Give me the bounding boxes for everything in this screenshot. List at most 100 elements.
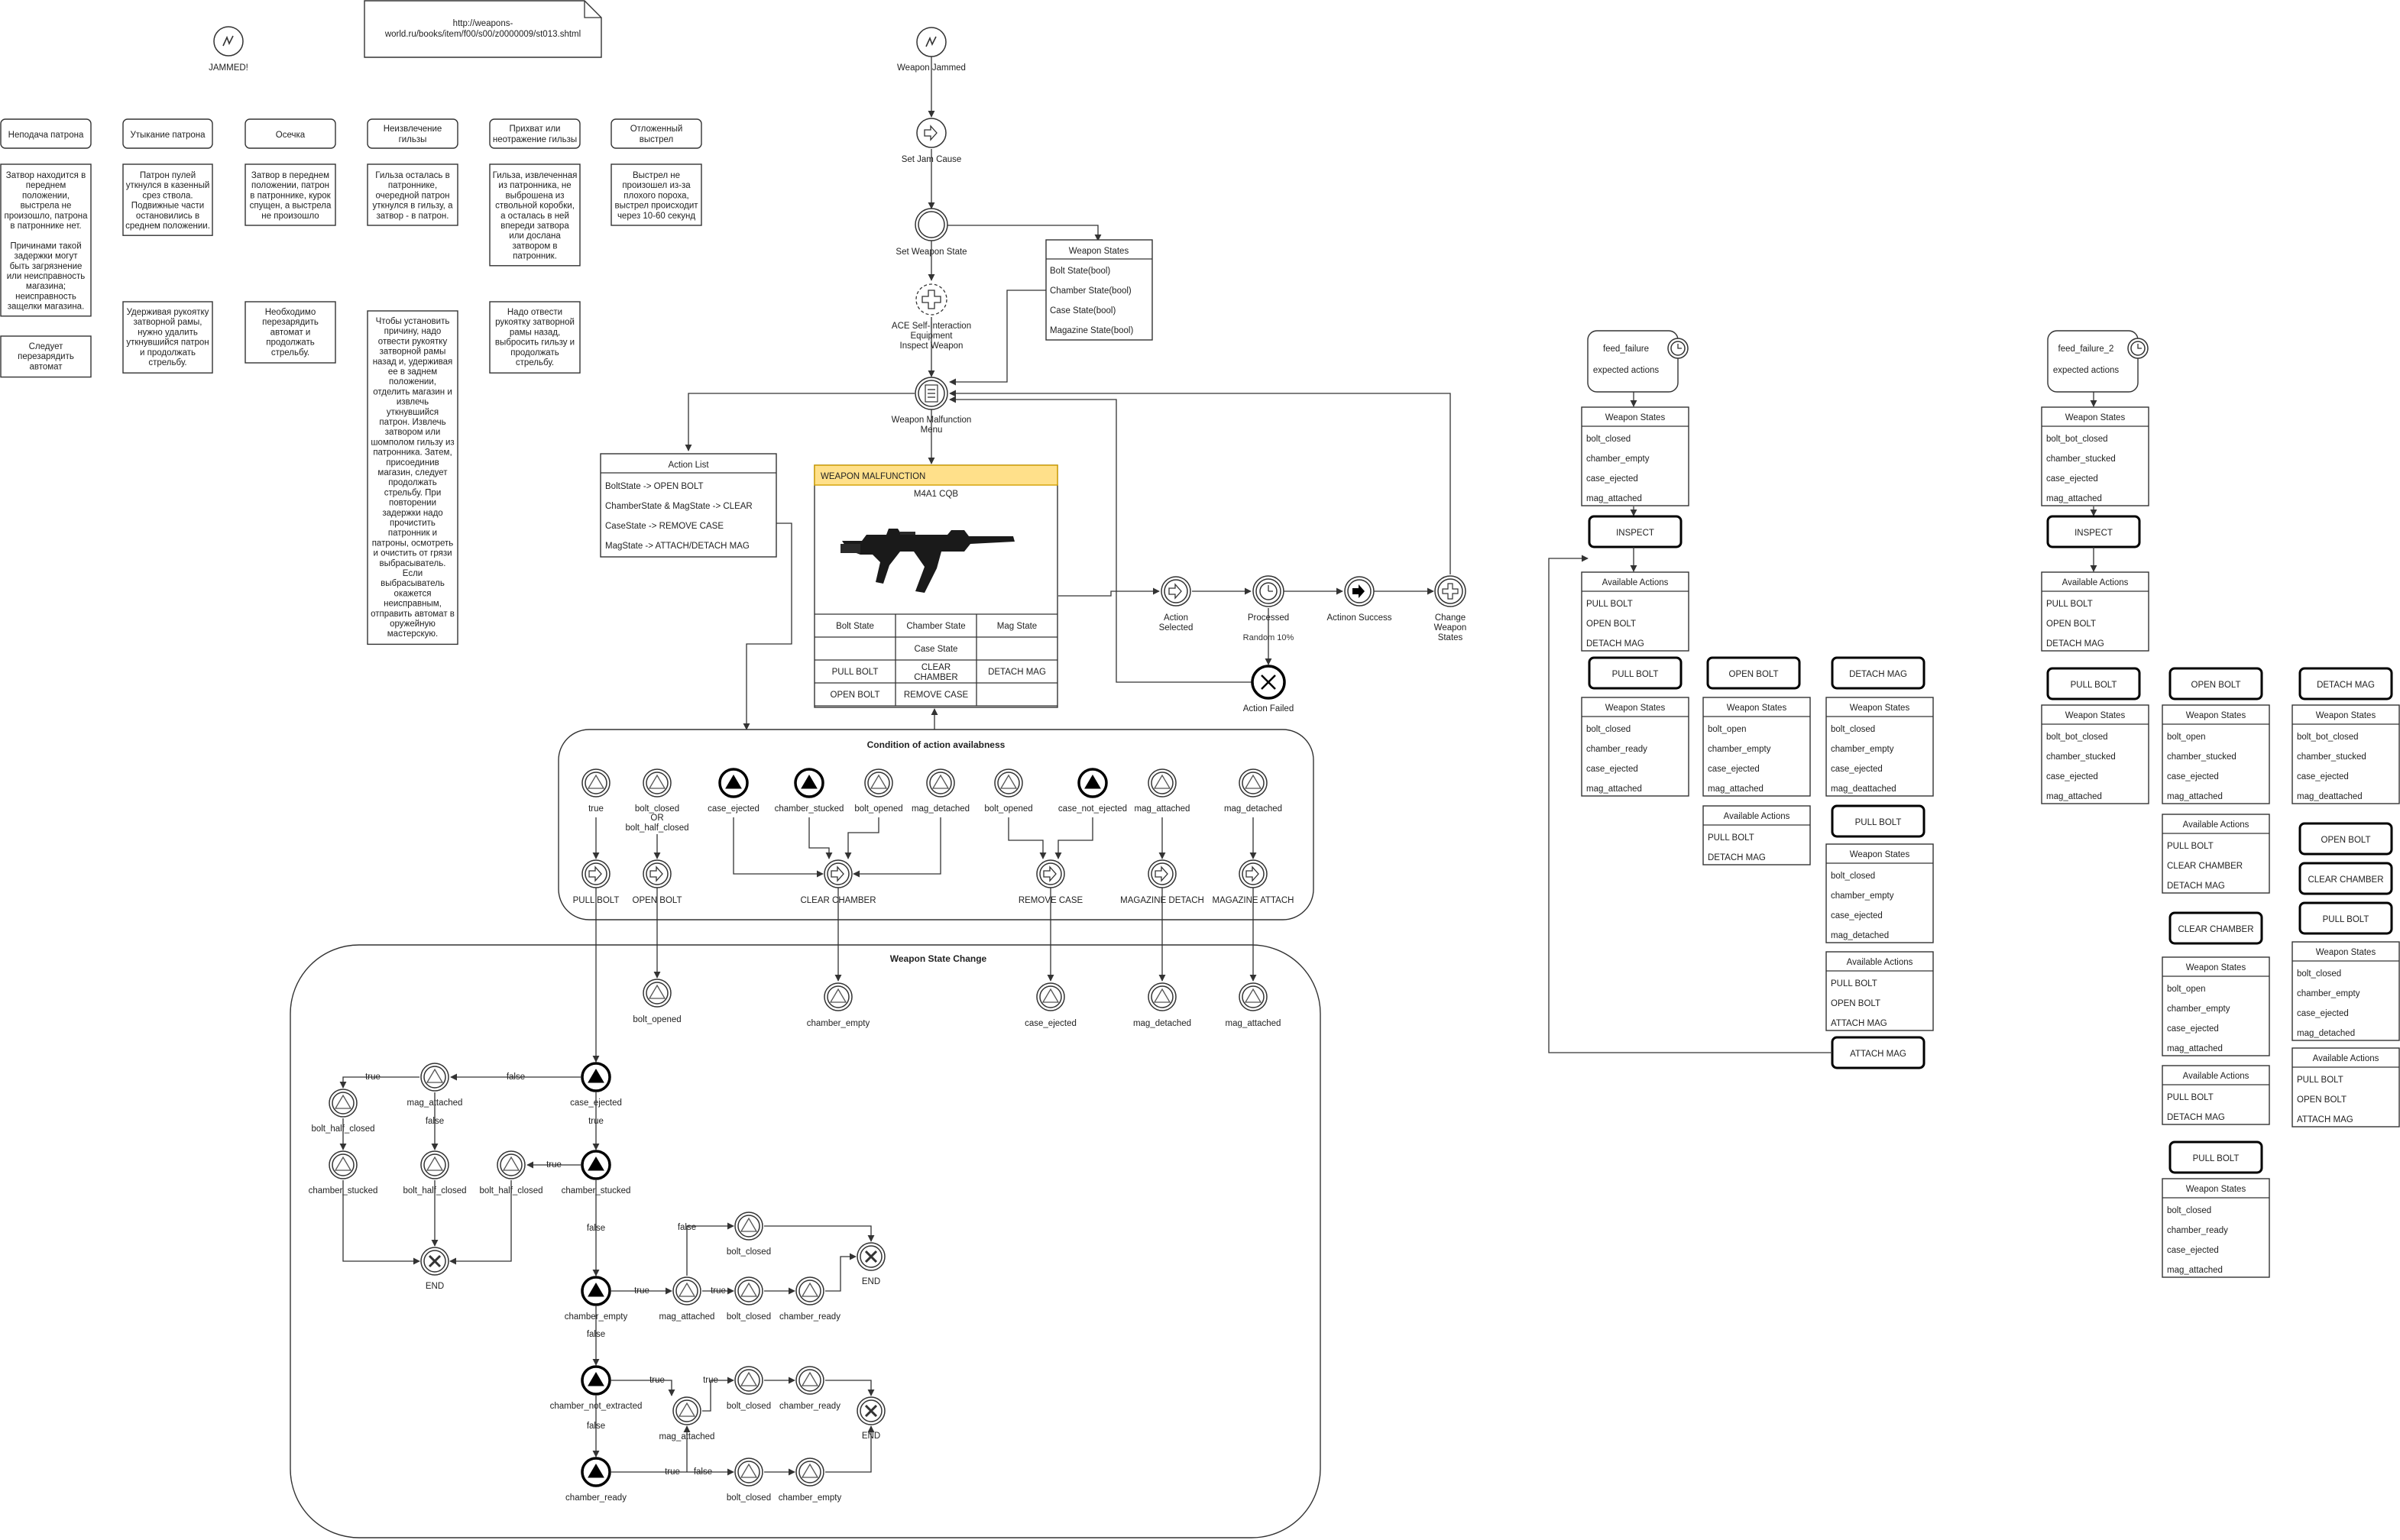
button-box[interactable] (1706, 656, 1801, 690)
state-node[interactable] (795, 1366, 824, 1395)
condition-node[interactable] (581, 768, 611, 798)
change-weapon-states-event[interactable]: Change Weapon States (1434, 575, 1467, 642)
action-node[interactable] (581, 859, 611, 888)
state-node[interactable] (672, 1276, 701, 1305)
result-node[interactable] (643, 979, 672, 1008)
button-box[interactable] (1588, 656, 1683, 690)
state-node[interactable] (795, 1458, 824, 1487)
clear-chamber-button[interactable]: CLEAR (921, 663, 951, 672)
state-node[interactable] (795, 1276, 824, 1305)
cause-title-box[interactable] (489, 118, 581, 149)
result-node[interactable] (1148, 982, 1177, 1011)
condition-node[interactable] (1148, 768, 1177, 798)
state-node[interactable] (734, 1366, 763, 1395)
result-node[interactable] (1036, 982, 1065, 1011)
state-node[interactable] (581, 1150, 611, 1180)
scenario-box[interactable] (2047, 330, 2139, 393)
state-node[interactable] (581, 1062, 611, 1092)
action-node[interactable] (1239, 859, 1268, 888)
condition-node[interactable] (926, 768, 955, 798)
action-node[interactable] (1036, 859, 1065, 888)
detach-mag-button[interactable]: DETACH MAG (988, 668, 1046, 677)
processed-timer[interactable]: Processed Random 10% (1243, 575, 1294, 642)
action-button[interactable]: CLEAR CHAMBER (2168, 911, 2263, 945)
state-node[interactable] (581, 1276, 611, 1306)
button-box[interactable] (2298, 822, 2393, 856)
condition-node[interactable] (718, 768, 749, 798)
result-node[interactable] (1239, 982, 1268, 1011)
button-box[interactable] (1588, 515, 1683, 548)
action-button[interactable]: PULL BOLT (1588, 656, 1683, 690)
triangle-icon (1244, 774, 1262, 789)
state-node[interactable] (581, 1365, 611, 1396)
action-node[interactable] (643, 859, 672, 888)
action-button[interactable]: OPEN BOLT (2298, 822, 2393, 856)
result-node[interactable] (824, 982, 853, 1011)
condition-node[interactable] (1239, 768, 1268, 798)
state-node[interactable] (329, 1089, 358, 1118)
cause-title-box[interactable] (611, 118, 702, 149)
state-node[interactable] (734, 1276, 763, 1305)
button-box[interactable] (2298, 667, 2393, 700)
condition-node[interactable] (994, 768, 1023, 798)
button-box[interactable] (1831, 656, 1926, 690)
action-button[interactable]: INSPECT (1588, 515, 1683, 548)
action-button[interactable]: PULL BOLT (2046, 667, 2141, 700)
scenario-box[interactable] (1587, 330, 1679, 393)
state-node[interactable] (581, 1457, 611, 1487)
end-event[interactable] (857, 1242, 886, 1271)
button-box[interactable] (2298, 862, 2393, 895)
condition-node[interactable] (643, 768, 672, 798)
state-node[interactable] (734, 1212, 763, 1241)
state-node[interactable] (734, 1458, 763, 1487)
set-jam-cause-event[interactable]: Set Jam Cause (902, 118, 962, 164)
cause-title: Отложенный (630, 125, 683, 134)
action-button[interactable]: DETACH MAG (1831, 656, 1926, 690)
clear-chamber-button-line2[interactable]: CHAMBER (914, 673, 958, 682)
set-weapon-state-event[interactable]: Set Weapon State (896, 208, 967, 257)
action-button[interactable]: DETACH MAG (2298, 667, 2393, 700)
action-node[interactable] (824, 859, 853, 888)
action-button[interactable]: OPEN BOLT (1706, 656, 1801, 690)
action-button[interactable]: CLEAR CHAMBER (2298, 862, 2393, 895)
state-node[interactable] (329, 1150, 358, 1179)
ace-interaction-gateway[interactable]: ACE Self-Interaction Equipment Inspect W… (892, 283, 971, 351)
cause-title-box[interactable] (0, 118, 92, 149)
action-node[interactable] (1148, 859, 1177, 888)
cause-title-box[interactable] (245, 118, 336, 149)
end-event[interactable] (420, 1247, 449, 1276)
end-event[interactable] (857, 1396, 886, 1425)
action-button[interactable]: ATTACH MAG (1831, 1036, 1926, 1069)
remove-case-button[interactable]: REMOVE CASE (904, 691, 969, 700)
action-failed-event[interactable]: Action Failed (1243, 665, 1294, 713)
pull-bolt-button[interactable]: PULL BOLT (832, 668, 879, 677)
state-node[interactable] (420, 1063, 449, 1092)
malfunction-menu-event[interactable]: Weapon Malfunction Menu (892, 377, 972, 435)
weapon-jammed-event[interactable]: Weapon Jammed (897, 27, 966, 73)
condition-node[interactable] (864, 768, 893, 798)
action-button[interactable]: OPEN BOLT (2168, 667, 2263, 700)
jammed-event[interactable]: JAMMED! (209, 26, 248, 73)
cause-title-box[interactable] (367, 118, 458, 149)
state-node[interactable] (672, 1396, 701, 1425)
state-node[interactable] (420, 1150, 449, 1179)
action-button[interactable]: INSPECT (2046, 515, 2141, 548)
condition-node[interactable] (794, 768, 824, 798)
action-button[interactable]: PULL BOLT (1831, 804, 1926, 838)
button-box[interactable] (2168, 667, 2263, 700)
button-box[interactable] (1831, 804, 1926, 838)
action-button[interactable]: PULL BOLT (2168, 1140, 2263, 1174)
button-box[interactable] (2168, 911, 2263, 945)
button-box[interactable] (2168, 1140, 2263, 1174)
action-selected-event[interactable]: Action Selected (1159, 576, 1194, 632)
action-button[interactable]: PULL BOLT (2298, 901, 2393, 935)
state-node[interactable] (497, 1150, 526, 1179)
condition-node[interactable] (1077, 768, 1108, 798)
action-success-event[interactable]: Actinon Success (1326, 576, 1392, 623)
cause-title-box[interactable] (122, 118, 213, 149)
open-bolt-button[interactable]: OPEN BOLT (831, 691, 880, 700)
button-box[interactable] (2046, 667, 2141, 700)
button-box[interactable] (2298, 901, 2393, 935)
